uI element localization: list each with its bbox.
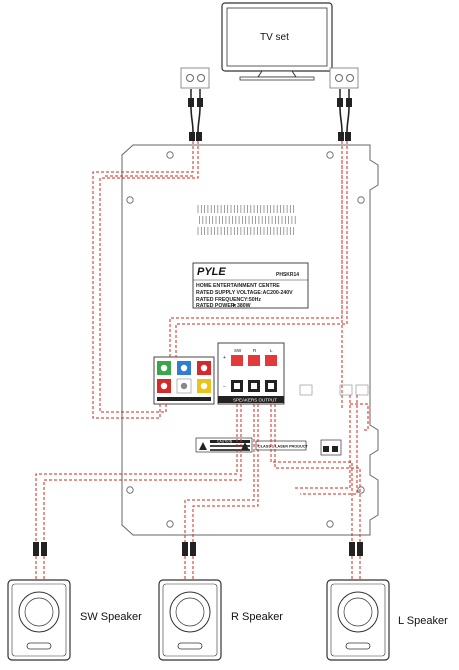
ventilation-grille (197, 205, 296, 235)
power-socket (320, 439, 342, 456)
tv-set: TV set (221, 2, 333, 81)
av-input-block (153, 356, 215, 405)
model-number: PHSKR14 (276, 272, 299, 278)
caution-label: CAUTION (195, 437, 253, 453)
wiring (35, 141, 369, 542)
tv-label: TV set (260, 32, 289, 43)
terminal-label-r: R (253, 348, 257, 353)
nameplate-line-3: RATED FREQUENCY:50Hz (196, 297, 261, 303)
speaker-plugs (33, 542, 363, 582)
speaker-sw-label: SW Speaker (80, 611, 142, 623)
speaker-r-label: R Speaker (231, 611, 283, 623)
laser-product-label: CLASS 1 LASER PRODUCT (255, 440, 308, 451)
rca-cable-right (337, 89, 352, 141)
rca-cable-left (188, 89, 203, 141)
main-unit-rear-panel (121, 144, 379, 536)
tv-audio-out-left (180, 67, 210, 89)
speaker-l: L Speaker (326, 579, 448, 661)
power-value: 380W (237, 303, 251, 309)
speakers-output-block: SW R L SPEAKERS OUTPUT + − (217, 342, 285, 405)
speaker-l-label: L Speaker (398, 615, 448, 627)
rating-nameplate: PYLE PHSKR14 HOME ENTERTAINMENT CENTRE R… (192, 262, 309, 309)
speakers-output-label: SPEAKERS OUTPUT (233, 398, 277, 403)
nameplate-line-2: RATED SUPPLY VOLTAGE:AC200-240V (196, 290, 293, 296)
nameplate-line-1: HOME ENTERTAINMENT CENTRE (196, 283, 280, 289)
speaker-sw: SW Speaker (7, 579, 142, 661)
terminal-label-l: L (270, 348, 273, 353)
terminal-label-sw: SW (234, 348, 242, 353)
laser-text: CLASS 1 LASER PRODUCT (258, 445, 308, 449)
nameplate-line-4: RATED POWER: (196, 303, 237, 309)
aux-jacks (299, 384, 369, 396)
svg-text:+: + (223, 355, 226, 361)
speaker-r: R Speaker (158, 579, 283, 661)
brand-logo: PYLE (197, 266, 226, 278)
tv-audio-out-right (329, 67, 359, 89)
svg-text:−: − (223, 384, 226, 390)
caution-text: CAUTION (217, 440, 233, 444)
